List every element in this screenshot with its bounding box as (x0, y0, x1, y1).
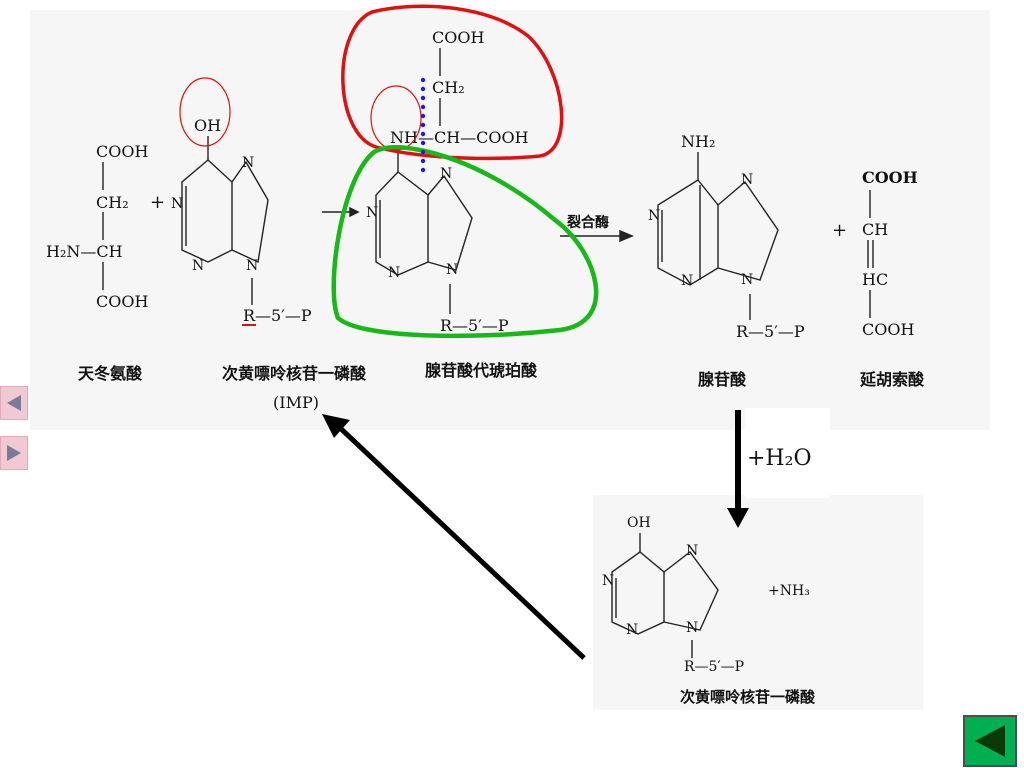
imp-n9: N (246, 258, 259, 274)
aspartate-cooh-top: COOH (96, 142, 149, 161)
imp-ribose-phosphate: R—5′—P (243, 306, 312, 325)
adsucc-n3: N (388, 265, 401, 281)
water-label-panel (745, 408, 830, 498)
imp-n1: N (171, 196, 184, 212)
triangle-left-icon (975, 725, 1005, 757)
fumarate-cooh-bottom: COOH (862, 320, 915, 339)
water-label: +H₂O (747, 446, 812, 471)
ammonia-label: +NH₃ (768, 583, 810, 599)
plus-sign-2: + (832, 220, 848, 241)
adsucc-ribose-phosphate: R—5′—P (440, 316, 509, 335)
regen-oh: OH (627, 515, 651, 531)
amp-n1: N (648, 208, 661, 224)
imp-oh: OH (194, 116, 222, 135)
regen-n9: N (686, 620, 699, 636)
next-slide-button[interactable] (0, 436, 28, 470)
adsucc-n9: N (446, 262, 459, 278)
fumarate-cooh-top: COOH (862, 168, 918, 187)
fumarate-ch: CH (862, 220, 889, 239)
aspartate-ch2: CH₂ (96, 193, 129, 212)
triangle-right-icon (7, 445, 21, 461)
triangle-left-icon (7, 395, 21, 411)
lyase-enzyme-label: 裂合酶 (567, 215, 609, 231)
imp-n7: N (242, 155, 255, 171)
adenylosuccinate-name: 腺苷酸代琥珀酸 (425, 361, 538, 380)
succinyl-backbone: NH—CH—COOH (390, 128, 529, 147)
amp-n7: N (741, 172, 754, 188)
amp-n3: N (681, 273, 694, 289)
aspartate-amino-ch: H₂N—CH (46, 242, 123, 261)
aspartate-name: 天冬氨酸 (78, 364, 143, 383)
adsucc-n7: N (440, 166, 453, 182)
fumarate-hc: HC (862, 270, 889, 289)
succinyl-ch2: CH₂ (432, 78, 465, 97)
regen-n1: N (602, 573, 615, 589)
regen-n3: N (626, 622, 639, 638)
adsucc-n1: N (366, 205, 379, 221)
regenerated-imp-name: 次黄嘌呤核苷一磷酸 (680, 688, 816, 706)
imp-abbreviation: (IMP) (273, 393, 319, 412)
back-button[interactable] (963, 715, 1017, 767)
regen-n7: N (686, 543, 699, 559)
fumarate-name: 延胡索酸 (860, 370, 925, 389)
imp-n3: N (192, 258, 205, 274)
amp-ribose-phosphate: R—5′—P (736, 322, 805, 341)
plus-sign-1: + (150, 192, 166, 213)
amp-nh2: NH₂ (681, 132, 716, 151)
amp-n9: N (741, 272, 754, 288)
imp-name: 次黄嘌呤核苷一磷酸 (222, 364, 367, 383)
amp-name: 腺苷酸 (698, 370, 747, 389)
prev-slide-button[interactable] (0, 386, 28, 420)
succinyl-cooh-top: COOH (432, 28, 485, 47)
recycle-arrow (322, 414, 586, 660)
aspartate-cooh-bottom: COOH (96, 292, 149, 311)
regen-ribose-phosphate: R—5′—P (684, 659, 745, 675)
